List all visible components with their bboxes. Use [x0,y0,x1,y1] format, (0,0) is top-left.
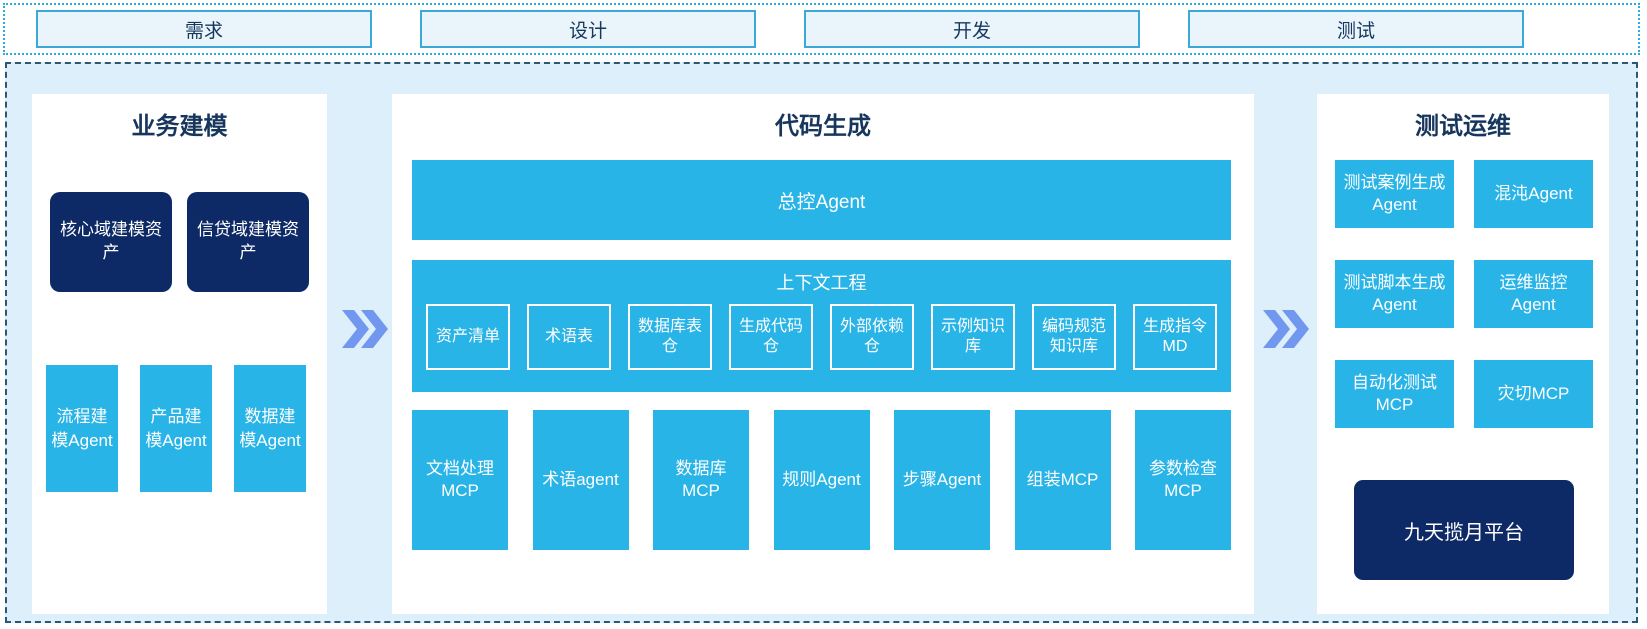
node-credit-domain-assets: 信贷域建模资产 [187,192,309,292]
node-automated-test-mcp: 自动化测试MCP [1335,360,1454,428]
phase-box-requirements: 需求 [36,10,372,48]
node-doc-processing-mcp: 文档处理MCP [412,410,508,550]
phase-label: 开发 [952,20,991,42]
node-ops-monitoring-agent: 运维监控Agent [1474,260,1593,328]
node-glossary: 术语表 [527,304,611,370]
node-generation-instruction-md: 生成指令MD [1133,304,1217,370]
node-process-modeling-agent: 流程建模Agent [46,365,118,492]
context-engineering-group: 上下文工程 资产清单 术语表 数据库表仓 生成代码仓 外部依赖仓 示例知识库 编… [412,260,1231,392]
phase-label: 需求 [184,20,223,42]
panel-title-business-modeling: 业务建模 [131,113,228,140]
node-data-modeling-agent: 数据建模Agent [234,365,306,492]
worker-row: 文档处理MCP 术语agent 数据库MCP 规则Agent 步骤Agent 组… [412,410,1231,550]
node-chaos-agent: 混沌Agent [1474,160,1593,228]
node-param-check-mcp: 参数检查MCP [1135,410,1231,550]
node-test-script-gen-agent: 测试脚本生成Agent [1335,260,1454,328]
panel-title-test-ops: 测试运维 [1415,113,1511,140]
node-master-agent: 总控Agent [412,160,1231,240]
asset-box-row: 核心域建模资产 信贷域建模资产 [50,192,309,292]
node-glossary-agent: 术语agent [532,410,629,550]
node-disaster-switch-mcp: 灾切MCP [1474,360,1593,428]
node-product-modeling-agent: 产品建模Agent [140,365,212,492]
node-asset-inventory: 资产清单 [426,304,510,370]
main-container: 业务建模 核心域建模资产 信贷域建模资产 流程建模Agent 产品建模Agent… [5,62,1638,623]
phase-label: 测试 [1336,20,1375,42]
phase-box-design: 设计 [420,10,756,48]
flow-arrow-icon [342,310,388,348]
context-engineering-title: 上下文工程 [776,273,867,293]
panel-test-ops: 测试运维 测试案例生成Agent 混沌Agent 测试脚本生成Agent 运维监… [1317,94,1609,614]
phase-box-development: 开发 [804,10,1140,48]
node-generated-code-repo: 生成代码仓 [729,304,813,370]
node-test-case-gen-agent: 测试案例生成Agent [1335,160,1454,228]
node-database-mcp: 数据库MCP [653,410,749,550]
flow-arrow-icon [1263,310,1309,348]
node-assembly-mcp: 组装MCP [1014,410,1111,550]
test-ops-grid: 测试案例生成Agent 混沌Agent 测试脚本生成Agent 运维监控Agen… [1335,160,1593,428]
phase-box-testing: 测试 [1188,10,1524,48]
node-external-dependency-repo: 外部依赖仓 [830,304,914,370]
context-item-row: 资产清单 术语表 数据库表仓 生成代码仓 外部依赖仓 示例知识库 编码规范知识库… [426,304,1217,370]
panel-code-generation: 代码生成 总控Agent 上下文工程 资产清单 术语表 数据库表仓 生成代码仓 … [392,94,1254,614]
node-step-agent: 步骤Agent [894,410,990,550]
node-coding-standard-knowledge-base: 编码规范知识库 [1032,304,1116,370]
panel-business-modeling: 业务建模 核心域建模资产 信贷域建模资产 流程建模Agent 产品建模Agent… [32,94,327,614]
node-jiutian-lanyue-platform: 九天揽月平台 [1354,480,1574,580]
node-example-knowledge-base: 示例知识库 [931,304,1015,370]
phase-label: 设计 [568,20,607,42]
modeling-agent-row: 流程建模Agent 产品建模Agent 数据建模Agent [46,365,306,492]
panel-title-code-generation: 代码生成 [775,113,871,140]
node-core-domain-assets: 核心域建模资产 [50,192,172,292]
phase-strip: 需求 设计 开发 测试 [3,3,1640,55]
node-rule-agent: 规则Agent [773,410,870,550]
node-database-table-repo: 数据库表仓 [628,304,712,370]
